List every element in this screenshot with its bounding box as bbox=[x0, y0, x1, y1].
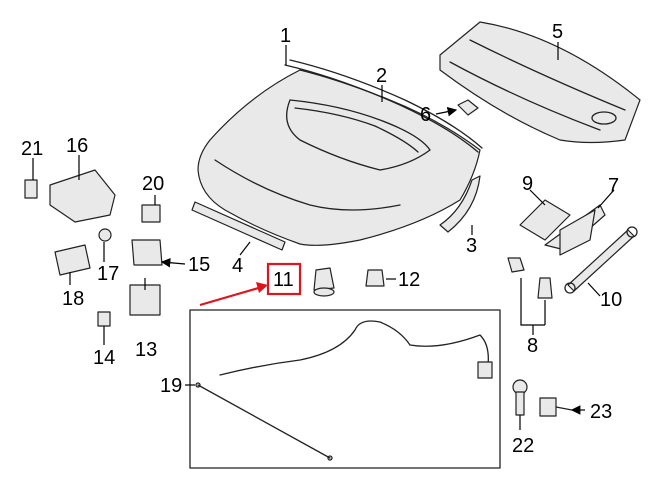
callout-4: 4 bbox=[232, 255, 243, 277]
callout-18: 18 bbox=[62, 288, 84, 310]
highlight-callout-11 bbox=[199, 262, 302, 307]
front-seal-strip bbox=[191, 201, 286, 251]
bolts-part-8 bbox=[507, 257, 553, 299]
nut-part-17 bbox=[98, 228, 112, 242]
hood-seal bbox=[284, 59, 483, 153]
callout-3: 3 bbox=[466, 235, 477, 257]
hood-hinge bbox=[544, 204, 606, 256]
callout-labels: 1 2 3 4 5 6 7 8 9 10 11 12 13 14 15 16 1… bbox=[21, 21, 622, 457]
callout-14: 14 bbox=[93, 347, 115, 369]
callout-22: 22 bbox=[512, 435, 534, 457]
callout-7: 7 bbox=[608, 175, 619, 197]
callout-23: 23 bbox=[590, 401, 612, 423]
cable-fitting-part-22 bbox=[512, 379, 528, 416]
hood-bumper bbox=[313, 267, 335, 297]
callout-12: 12 bbox=[398, 269, 420, 291]
gas-strut bbox=[564, 226, 638, 294]
latch-base bbox=[54, 244, 91, 276]
leader-lines bbox=[32, 42, 615, 430]
screw-part-23 bbox=[539, 397, 573, 417]
adjuster-part-12 bbox=[365, 269, 385, 287]
striker-part-15 bbox=[131, 239, 163, 266]
release-cable-box bbox=[189, 309, 501, 469]
clip-part-6 bbox=[457, 99, 479, 116]
insulator-pad bbox=[439, 21, 641, 144]
callout-15: 15 bbox=[188, 254, 210, 276]
callout-21: 21 bbox=[21, 138, 43, 160]
callout-11: 11 bbox=[273, 269, 294, 291]
callout-6: 6 bbox=[420, 104, 431, 126]
callout-20: 20 bbox=[142, 173, 164, 195]
callout-8: 8 bbox=[527, 335, 538, 357]
callout-9: 9 bbox=[522, 173, 533, 195]
callout-17: 17 bbox=[97, 263, 119, 285]
bolt-part-14 bbox=[97, 311, 111, 327]
latch-assembly bbox=[129, 284, 161, 316]
connector-part-21 bbox=[24, 179, 38, 199]
hood-panel bbox=[197, 69, 481, 246]
callout-2: 2 bbox=[376, 65, 387, 87]
cable-end-part-20 bbox=[141, 204, 161, 223]
callout-1: 1 bbox=[280, 25, 291, 47]
callout-5: 5 bbox=[552, 21, 563, 43]
side-seal bbox=[439, 175, 481, 233]
callout-10: 10 bbox=[600, 289, 622, 311]
latch-bracket bbox=[49, 169, 116, 223]
callout-16: 16 bbox=[66, 135, 88, 157]
hinge-bracket bbox=[519, 199, 571, 241]
callout-19: 19 bbox=[160, 375, 182, 397]
callout-13: 13 bbox=[135, 339, 157, 361]
